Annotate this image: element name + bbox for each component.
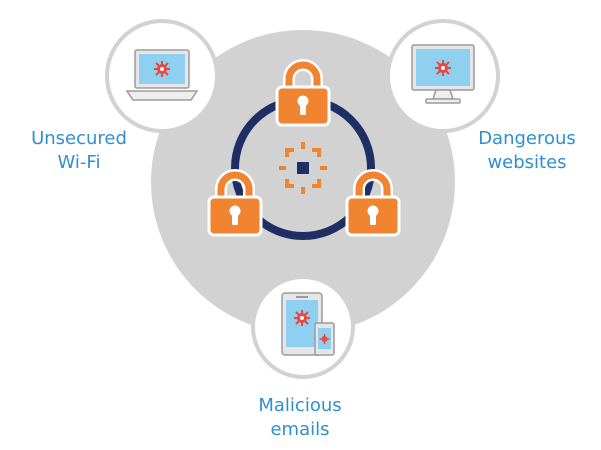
threat-label-line: Dangerous — [478, 128, 576, 149]
target-center — [297, 162, 309, 174]
desktop-monitor-icon — [411, 44, 475, 104]
malware-bug-icon — [154, 61, 170, 77]
padlock-icon — [275, 59, 331, 127]
mobile-device-circle — [251, 275, 355, 379]
threat-label-line: Unsecured — [31, 128, 127, 149]
threat-label-dangerous-websites: Dangerous websites — [462, 127, 592, 175]
target-crosshair-icon — [279, 142, 327, 194]
threat-label-line: websites — [487, 152, 567, 173]
malware-bug-icon — [294, 310, 310, 326]
malware-bug-icon — [435, 60, 451, 76]
threat-label-line: emails — [270, 419, 330, 440]
malware-bug-icon — [319, 334, 330, 344]
padlock-icon — [207, 169, 263, 237]
desktop-device-circle — [386, 19, 500, 133]
laptop-device-circle — [105, 19, 219, 133]
padlock-icon — [345, 169, 401, 237]
laptop-icon — [125, 49, 199, 101]
threat-label-line: Malicious — [258, 395, 342, 416]
threat-label-unsecured-wifi: Unsecured Wi-Fi — [14, 127, 144, 175]
tablet-phone-icon — [281, 292, 335, 356]
threat-label-malicious-emails: Malicious emails — [235, 394, 365, 442]
threat-label-line: Wi-Fi — [57, 152, 101, 173]
background-circle — [151, 30, 455, 334]
